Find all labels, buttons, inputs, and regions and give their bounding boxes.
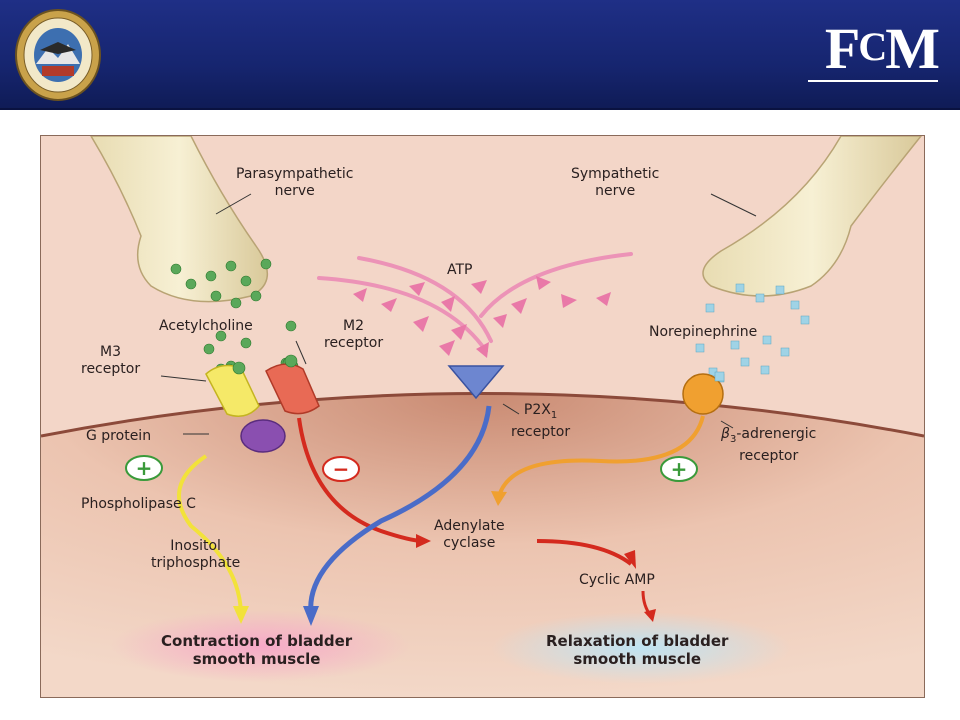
beta3-adrenergic-receptor (682, 373, 724, 415)
plus-sign-right: + (671, 457, 688, 481)
fcm-logo-underline (808, 80, 938, 82)
slide-header: FCM (0, 0, 960, 110)
pathway-p2x1-contraction (308, 405, 492, 615)
acetylcholine-label: Acetylcholine (159, 318, 253, 334)
pathway-m3-contraction (177, 454, 243, 617)
atp-label: ATP (447, 262, 473, 278)
atp-molecules (353, 276, 611, 358)
m3-receptor (205, 361, 260, 417)
phospholipase-c-label: Phospholipase C (81, 496, 196, 512)
inhibition-minus: − (322, 456, 360, 482)
stimulation-plus-left: + (125, 455, 163, 481)
p2x1-receptor (447, 365, 505, 400)
minus-sign: − (333, 457, 350, 481)
plus-sign-left: + (136, 456, 153, 480)
pathway-beta3-adenylate (497, 415, 705, 497)
g-protein-label: G protein (86, 428, 152, 444)
cyclic-amp-label: Cyclic AMP (579, 572, 655, 588)
parasympathetic-nerve-terminal (90, 136, 269, 303)
sympathetic-nerve-terminal (702, 136, 922, 297)
norepinephrine-label: Norepinephrine (649, 324, 758, 340)
pathway-adenylate-camp (536, 539, 633, 566)
diagram-graphics: + − + (41, 136, 924, 697)
fcm-logo: FCM (824, 16, 940, 81)
m2-receptor (265, 354, 320, 415)
pathway-m2-adenylate (297, 417, 424, 543)
stimulation-plus-right: + (660, 456, 698, 482)
atp-release-arrows (317, 252, 633, 353)
g-protein (240, 419, 286, 453)
university-seal-logo (15, 9, 101, 101)
